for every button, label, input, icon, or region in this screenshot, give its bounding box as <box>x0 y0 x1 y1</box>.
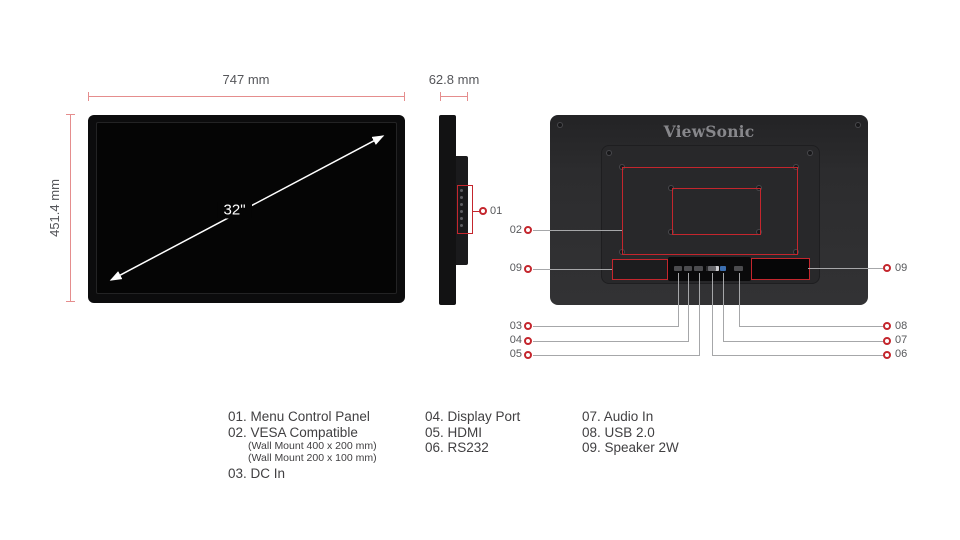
audio-port <box>734 266 743 271</box>
legend-item: 05. HDMI <box>425 424 483 440</box>
right-speaker-highlight <box>751 258 810 280</box>
callout-09-left-line <box>533 269 612 270</box>
vesa-screw <box>794 250 798 254</box>
legend-column-2: 04. Display Port 05. HDMI 06. RS232 <box>425 409 520 456</box>
legend-item: 01. Menu Control Panel <box>228 409 370 424</box>
legend-item: 02. VESA Compatible <box>228 424 358 440</box>
callout-09-right-marker <box>883 264 891 272</box>
monitor-side-view <box>439 115 456 305</box>
dimension-tick <box>404 92 405 101</box>
front-height-dimension-label: 451.4 mm <box>47 179 62 237</box>
callout-08-drop-line <box>739 273 740 327</box>
dimension-tick <box>467 92 468 101</box>
monitor-back-view: ViewSonic <box>550 115 868 305</box>
control-button-dot <box>460 224 463 227</box>
control-button-dot <box>460 210 463 213</box>
callout-04-line <box>533 341 689 342</box>
callout-07-line <box>723 341 884 342</box>
usb-port <box>720 266 726 271</box>
legend-item: 08. USB 2.0 <box>582 424 655 440</box>
vesa-mount-200x100-highlight <box>672 188 761 235</box>
screw <box>607 151 611 155</box>
left-speaker-highlight <box>612 259 668 280</box>
vesa-screw <box>757 230 761 234</box>
front-width-dimension-line <box>88 96 405 97</box>
callout-09-right-line <box>808 268 884 269</box>
dimension-tick <box>88 92 89 101</box>
menu-control-panel-highlight <box>457 185 473 234</box>
dc-in-port <box>674 266 682 271</box>
monitor-front-view: 32" <box>88 115 405 303</box>
callout-04-label: 04 <box>509 334 522 346</box>
brand-logo: ViewSonic <box>663 122 755 141</box>
callout-01-line <box>472 211 480 212</box>
screw <box>558 123 562 127</box>
callout-07-marker <box>883 337 891 345</box>
legend-item: 03. DC In <box>228 466 286 481</box>
rs232-port <box>706 266 719 271</box>
callout-08-marker <box>883 322 891 330</box>
callout-06-line <box>712 355 884 356</box>
callout-02-line <box>533 230 622 231</box>
callout-09-left-marker <box>524 265 532 273</box>
vesa-screw <box>669 230 673 234</box>
legend-column-1: 01. Menu Control Panel 02. VESA Compatib… <box>228 409 377 482</box>
legend-item: 09. Speaker 2W <box>582 440 679 455</box>
legend-subitem: (Wall Mount 400 x 200 mm) <box>248 440 377 452</box>
callout-05-drop-line <box>699 273 700 356</box>
screw <box>808 151 812 155</box>
callout-03-marker <box>524 322 532 330</box>
callout-05-label: 05 <box>509 348 522 360</box>
hdmi-port <box>694 266 703 271</box>
callout-06-drop-line <box>712 273 713 356</box>
callout-02-marker <box>524 226 532 234</box>
legend-column-3: 07. Audio In 08. USB 2.0 09. Speaker 2W <box>582 409 679 456</box>
side-depth-dimension-label: 62.8 mm <box>428 72 480 87</box>
callout-06-label: 06 <box>895 348 908 360</box>
callout-02-label: 02 <box>509 224 522 236</box>
control-button-dot <box>460 189 463 192</box>
dimension-tick <box>440 92 441 101</box>
callout-09-left-label: 09 <box>509 262 522 274</box>
callout-08-label: 08 <box>895 320 908 332</box>
diagonal-size-label: 32" <box>217 201 252 219</box>
callout-03-drop-line <box>678 273 679 327</box>
front-width-dimension-label: 747 mm <box>222 72 270 87</box>
callout-01-marker <box>479 207 487 215</box>
vesa-screw <box>669 186 673 190</box>
side-depth-dimension-line <box>440 96 468 97</box>
display-port <box>684 266 692 271</box>
monitor-front-screen: 32" <box>96 122 397 294</box>
callout-01-label: 01 <box>490 205 503 217</box>
callout-07-label: 07 <box>895 334 908 346</box>
callout-07-drop-line <box>723 273 724 342</box>
legend-item: 04. Display Port <box>425 409 521 424</box>
callout-08-line <box>739 326 884 327</box>
control-button-dot <box>460 196 463 199</box>
dimension-tick <box>66 301 75 302</box>
legend-item: 07. Audio In <box>582 409 654 424</box>
vesa-mount-400x200-highlight <box>622 167 798 255</box>
callout-09-right-label: 09 <box>895 262 908 274</box>
legend-subitem: (Wall Mount 200 x 100 mm) <box>248 452 377 464</box>
control-button-dot <box>460 217 463 220</box>
screw <box>856 123 860 127</box>
callout-04-marker <box>524 337 532 345</box>
front-height-dimension-line <box>70 114 71 302</box>
callout-05-marker <box>524 351 532 359</box>
callout-05-line <box>533 355 700 356</box>
dimension-tick <box>66 114 75 115</box>
callout-06-marker <box>883 351 891 359</box>
control-button-dot <box>460 203 463 206</box>
callout-03-label: 03 <box>509 320 522 332</box>
callout-04-drop-line <box>688 273 689 342</box>
callout-03-line <box>533 326 679 327</box>
legend-item: 06. RS232 <box>425 440 489 455</box>
